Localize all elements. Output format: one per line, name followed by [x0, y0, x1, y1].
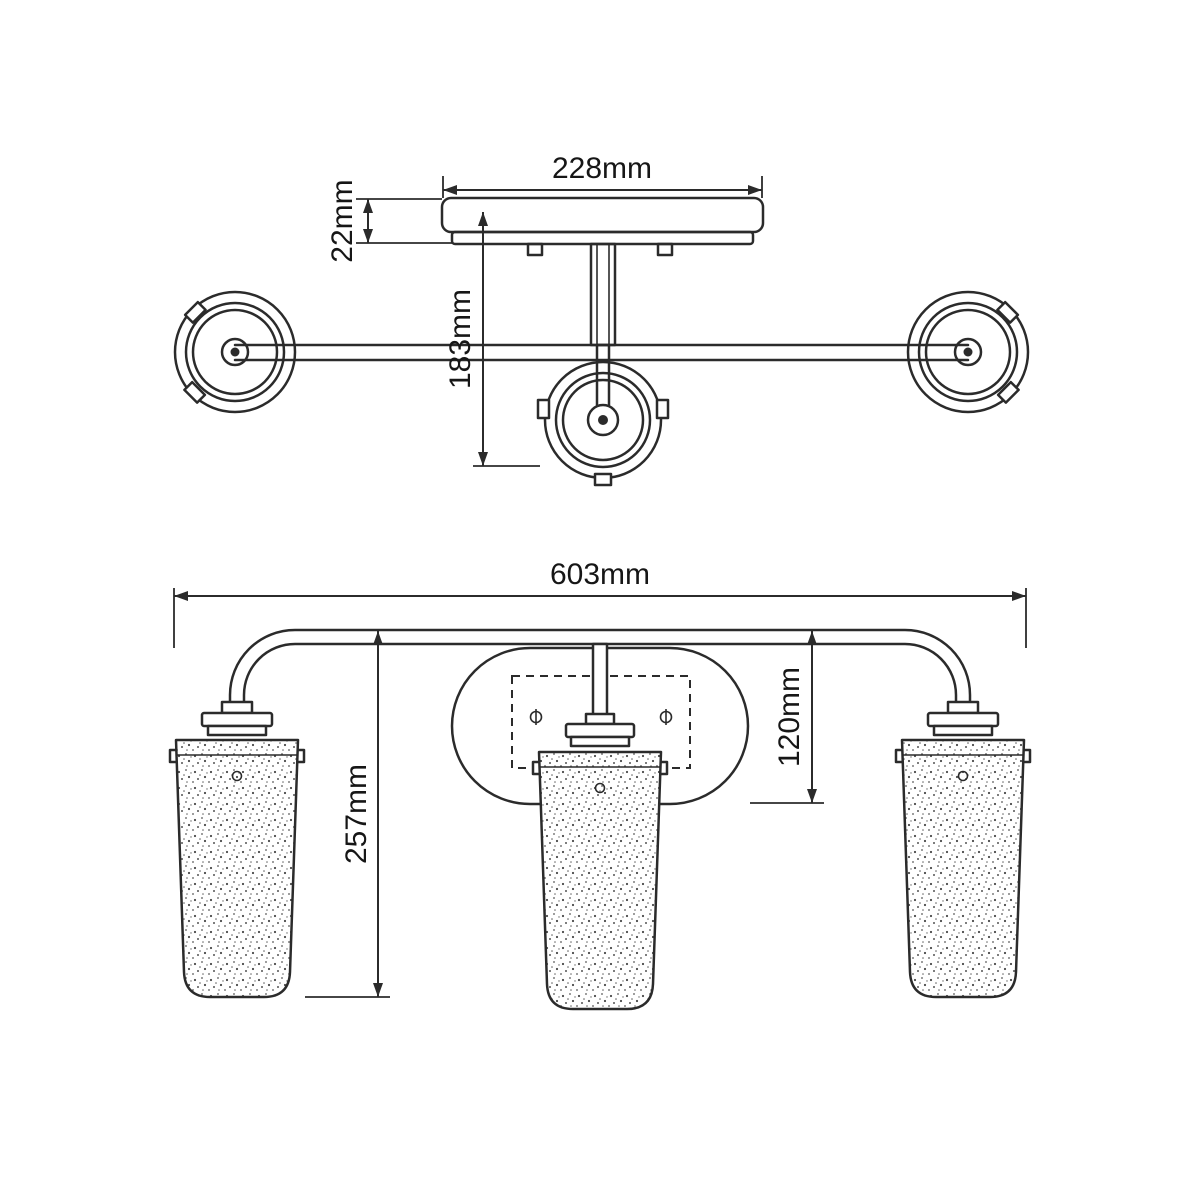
plate-tab-left — [526, 242, 544, 257]
socket-ring — [191, 308, 279, 396]
lamp-left — [168, 700, 306, 999]
socket-ring — [917, 301, 1019, 403]
arm-outer-edge — [228, 628, 972, 709]
seeded-glass-shade — [537, 750, 663, 1011]
socket-clip — [183, 380, 207, 404]
socket-ring — [561, 378, 645, 462]
top-view: 228mm 22mm 183mm — [173, 152, 1030, 487]
holder-ring — [932, 724, 994, 737]
socket-clip — [183, 300, 207, 324]
socket-ring — [554, 371, 652, 469]
dimension-plate-width: 228mm — [442, 152, 763, 198]
holder-collar — [220, 700, 254, 715]
shade-screw-hole — [957, 770, 969, 782]
dim-label-plate-thickness: 22mm — [326, 179, 359, 262]
dimension-overall-width: 603mm — [173, 558, 1027, 648]
plate-lip — [450, 230, 755, 246]
dimension-stem-drop: 183mm — [444, 212, 540, 467]
socket-hub — [953, 337, 983, 367]
stem-narrow — [595, 343, 611, 409]
socket-ring — [184, 301, 286, 403]
shade-screw-hole — [594, 782, 606, 794]
lamp-right — [894, 700, 1032, 999]
holder-collar — [584, 712, 616, 726]
front-center-stem — [591, 642, 609, 720]
mounting-screw-right — [659, 709, 673, 725]
plate-body — [440, 196, 765, 234]
dim-label-overall-width: 603mm — [550, 558, 650, 591]
holder-ring — [569, 735, 631, 748]
dimension-backplate-drop: 120mm — [750, 631, 824, 804]
socket-clip — [996, 300, 1020, 324]
ceiling-plate — [440, 196, 765, 257]
mounting-screw-left — [529, 709, 543, 725]
socket-center-dot — [230, 347, 240, 357]
holder-collar — [946, 700, 980, 715]
dim-label-overall-height: 257mm — [340, 764, 373, 864]
front-view: 603mm 257mm 120mm — [168, 558, 1032, 1011]
socket-hub — [220, 337, 250, 367]
stem-outer — [589, 242, 617, 347]
dim-label-stem-drop: 183mm — [444, 289, 477, 389]
socket-center-dot — [598, 415, 608, 425]
socket-ring-outer — [173, 290, 297, 414]
socket-left — [173, 290, 297, 414]
socket-center — [536, 360, 670, 487]
socket-clip — [655, 398, 670, 420]
seeded-glass-shade — [174, 738, 300, 999]
plate-tab-right — [656, 242, 674, 257]
socket-clip — [593, 472, 613, 487]
dimension-overall-height: 257mm — [305, 631, 390, 998]
dim-label-backplate-drop: 120mm — [773, 667, 806, 767]
arm-bar — [233, 343, 970, 362]
socket-clip — [536, 398, 551, 420]
holder-ring-wide — [926, 711, 1000, 728]
socket-ring-outer — [906, 290, 1030, 414]
dim-label-plate-width: 228mm — [552, 152, 652, 185]
dimension-plate-thickness: 22mm — [326, 179, 452, 263]
socket-center-dot — [963, 347, 973, 357]
holder-ring-wide — [200, 711, 274, 728]
lamp-center — [531, 712, 669, 1011]
shade-screw-hole — [231, 770, 243, 782]
holder-ring-wide — [564, 722, 636, 739]
socket-clip — [996, 380, 1020, 404]
seeded-glass-shade — [900, 738, 1026, 999]
top-view-stem — [589, 242, 617, 409]
socket-ring — [924, 308, 1012, 396]
socket-right — [906, 290, 1030, 414]
holder-ring — [206, 724, 268, 737]
